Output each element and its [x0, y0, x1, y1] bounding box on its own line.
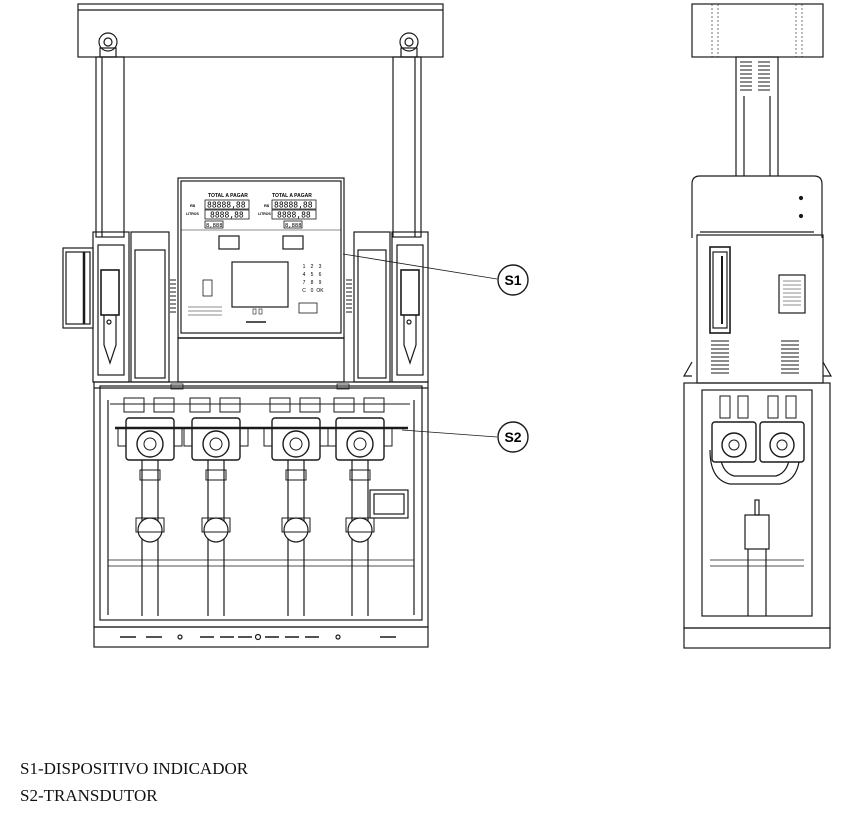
meter-unit-4 [327, 397, 393, 616]
display-2-currency: R$ [264, 203, 270, 208]
side-head [691, 175, 823, 238]
keypad-key: 7 [303, 280, 306, 286]
display-2-total: 88888,88 [274, 201, 313, 210]
keypad-key: 4 [303, 272, 306, 278]
display-2-volume: 8888,88 [277, 211, 311, 220]
keypad-key: 8 [311, 280, 314, 286]
display-1-currency: R$ [190, 203, 196, 208]
left-nozzle-cabinet [62, 231, 170, 383]
side-meter-2 [759, 395, 805, 463]
keypad-key: 5 [311, 272, 314, 278]
side-canopy [691, 3, 824, 58]
keypad-key: 1 [303, 264, 306, 270]
side-column [735, 56, 779, 178]
right-nozzle-cabinet [353, 231, 429, 383]
legend-s2: S2-TRANSDUTOR [20, 786, 158, 805]
main-screen [231, 261, 289, 308]
front-view: TOTAL A PAGAR R$ LITROS 88888,88 8888,88… [62, 3, 444, 648]
side-view [682, 3, 833, 649]
display-1-volume: 8888,88 [210, 211, 244, 220]
meter-transducer-group [117, 397, 393, 616]
front-columns [95, 56, 422, 238]
callout-s2: S2 [401, 421, 529, 453]
keypad-key: 9 [319, 280, 322, 286]
side-base [683, 382, 831, 649]
display-2-header: TOTAL A PAGAR [272, 193, 312, 199]
display-panel-2: TOTAL A PAGAR R$ LITROS 88888,88 8888,88… [258, 193, 317, 250]
display-1-header: TOTAL A PAGAR [208, 193, 248, 199]
meter-unit-3 [263, 397, 329, 616]
display-1-price: 8,888 [206, 223, 223, 229]
display-2-price: 8,888 [285, 223, 302, 229]
meter-unit-1 [117, 397, 183, 616]
callout-s2-label: S2 [504, 429, 521, 445]
display-1-total: 88888,88 [207, 201, 246, 210]
side-meter-group [711, 395, 805, 463]
card-slot [202, 279, 213, 297]
side-meter-1 [711, 395, 757, 463]
side-body [682, 234, 833, 384]
keypad-key: OK [316, 288, 324, 294]
callout-s1: S1 [342, 253, 529, 296]
meter-unit-2 [183, 397, 249, 616]
keypad-key: 0 [311, 288, 314, 294]
keypad-key: C [302, 288, 306, 294]
callout-s1-label: S1 [504, 272, 521, 288]
fuel-dispenser-drawing: TOTAL A PAGAR R$ LITROS 88888,88 8888,88… [62, 3, 833, 649]
front-canopy [77, 3, 444, 58]
display-1-unit: LITROS [186, 212, 199, 216]
electronic-head: TOTAL A PAGAR R$ LITROS 88888,88 8888,88… [170, 177, 352, 383]
legend-s1: S1-DISPOSITIVO INDICADOR [20, 759, 249, 778]
keypad-key: 6 [319, 272, 322, 278]
hydraulic-base [93, 381, 429, 648]
display-panel-1: TOTAL A PAGAR R$ LITROS 88888,88 8888,88… [186, 193, 250, 250]
keypad-key: 2 [311, 264, 314, 270]
head-vents [170, 279, 352, 313]
keypad-key: 3 [319, 264, 322, 270]
display-2-unit: LITROS [258, 212, 271, 216]
